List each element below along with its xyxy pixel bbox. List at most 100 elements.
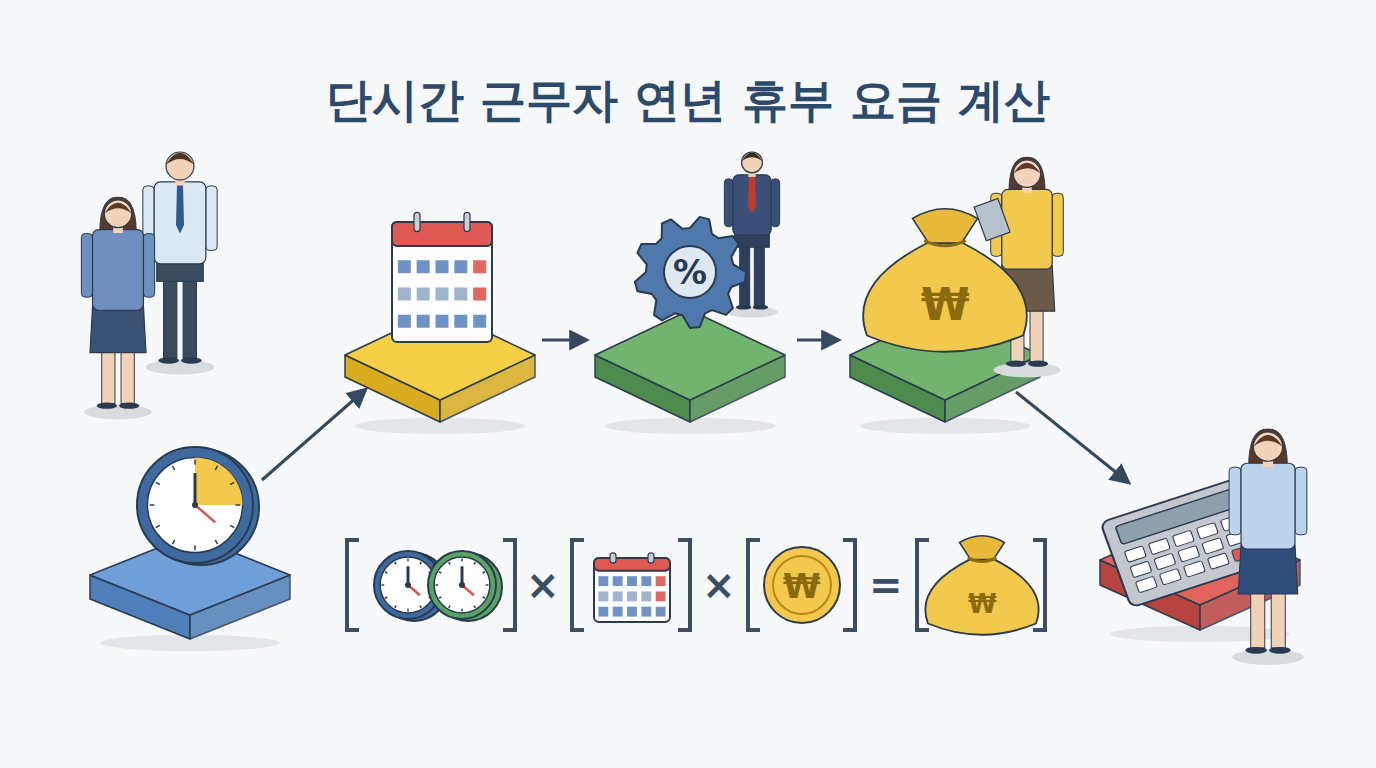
clock-face (434, 557, 490, 613)
calculator-key (1196, 522, 1218, 539)
clock-tick (474, 606, 475, 608)
clock-tick (407, 609, 409, 612)
calendar-day (436, 260, 449, 273)
calendar-day (417, 288, 430, 301)
torso (93, 230, 144, 311)
skirt (1238, 545, 1297, 594)
calendar-day (598, 576, 608, 586)
formula-bracket (572, 540, 690, 630)
person (143, 152, 217, 375)
shoe (97, 402, 117, 408)
multiply-sign: × (702, 565, 736, 605)
bag-body (925, 560, 1038, 635)
arm (143, 234, 154, 298)
head (1013, 160, 1040, 187)
flow-arrow (262, 390, 365, 480)
tie (176, 184, 184, 234)
gear (635, 217, 746, 328)
calendar-day (627, 607, 637, 617)
person (1229, 429, 1307, 665)
skirt (90, 306, 146, 352)
shoe (119, 402, 139, 408)
calculator-key (1178, 545, 1200, 562)
shoe (181, 357, 202, 363)
head (1253, 432, 1282, 461)
bag-string (924, 241, 966, 246)
calculator-key (1183, 561, 1205, 578)
calendar-day (473, 288, 486, 301)
shoe (1269, 647, 1291, 654)
clock-tick (461, 609, 463, 612)
clock-tick (215, 466, 217, 470)
calendar (392, 212, 492, 342)
head (104, 200, 132, 228)
calendar-day (398, 315, 411, 328)
bag-string (968, 558, 997, 562)
calendar-day (398, 288, 411, 301)
clock-pin (459, 582, 465, 588)
calendar-ring (414, 212, 420, 231)
shoe (158, 357, 179, 363)
head (742, 152, 763, 173)
won-symbol: ₩ (783, 569, 821, 603)
clock-face (147, 457, 242, 552)
calculator-key (1135, 576, 1157, 593)
clock-tick (474, 562, 475, 564)
torso (1241, 463, 1295, 549)
clock-hand (194, 473, 197, 505)
person (81, 197, 154, 419)
shadow (726, 306, 777, 317)
clock-tick (172, 466, 174, 470)
clock-tick (395, 562, 396, 564)
money-bag-icon (925, 536, 1038, 635)
clock-tick (407, 558, 409, 561)
calendar-ring (464, 212, 470, 231)
hair (104, 203, 132, 214)
bag-neck (913, 209, 978, 245)
clock-tick (150, 504, 155, 506)
calculator-key (1124, 546, 1146, 563)
shoe (753, 305, 768, 310)
won-symbol: ₩ (968, 591, 997, 617)
clock-rim (428, 551, 496, 619)
clock-tick (381, 584, 384, 586)
clock-pin (192, 502, 198, 508)
clipboard (974, 199, 1010, 241)
clock-tick (395, 606, 396, 608)
clock-tick (483, 597, 485, 598)
clock-tick (439, 597, 441, 598)
calendar-day (656, 591, 666, 601)
hair (1253, 435, 1282, 447)
calendar-band (392, 222, 492, 246)
clock-tick (420, 606, 421, 608)
calendar-icon (594, 553, 670, 622)
formula-bracket (748, 540, 855, 630)
clock-tick (194, 460, 196, 465)
gear-body (635, 217, 746, 328)
clock-tick (385, 597, 387, 598)
clock-pin (405, 582, 411, 588)
clock-tick (483, 572, 485, 573)
clock-hand (195, 505, 215, 522)
arm (1229, 467, 1241, 535)
calendar-day (627, 591, 637, 601)
clock-tick (449, 606, 450, 608)
calendar-day (436, 288, 449, 301)
calendar-day (454, 288, 467, 301)
calendar-day (656, 607, 666, 617)
calendar-ring (648, 553, 654, 563)
calendar-page (594, 558, 670, 622)
calendar-day (656, 576, 666, 586)
calendar-day (641, 576, 651, 586)
clock-tick (215, 540, 217, 544)
calendar-day (627, 576, 637, 586)
calendar-day (641, 591, 651, 601)
won-symbol: ₩ (921, 283, 970, 327)
head (166, 152, 194, 180)
hair (1013, 163, 1040, 174)
calculator-key (1207, 553, 1229, 570)
bag-body (863, 243, 1027, 352)
calendar-day (454, 260, 467, 273)
clock-tick (194, 546, 196, 551)
calculator-key (1148, 538, 1170, 555)
